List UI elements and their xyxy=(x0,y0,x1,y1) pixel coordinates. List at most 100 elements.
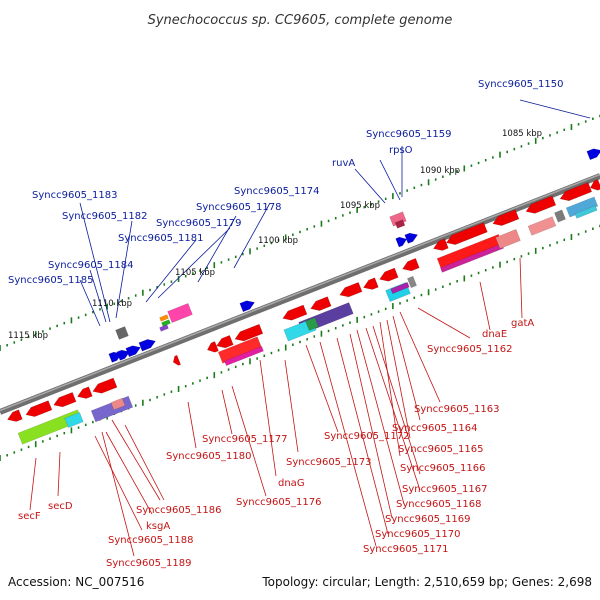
gene-label: Syncc9605_1182 xyxy=(62,211,148,222)
reverse-gene-arrow xyxy=(206,341,219,353)
gene-domain-block xyxy=(224,346,264,366)
forward-gene-arrow xyxy=(395,236,408,248)
gene-label: Syncc9605_1174 xyxy=(234,186,320,197)
scale-label: 1090 kbp xyxy=(420,166,460,176)
gene-label: Syncc9605_1172 xyxy=(324,431,410,442)
gene-label: Syncc9605_1162 xyxy=(427,344,513,355)
forward-gene-arrow xyxy=(125,345,141,358)
leader-line xyxy=(284,359,299,453)
reverse-gene-arrow xyxy=(172,354,181,366)
gene-domain-block xyxy=(90,395,134,423)
gene-domain-block xyxy=(305,317,319,331)
leader-line xyxy=(336,337,389,535)
gene-label: ksgA xyxy=(146,521,170,532)
leader-line xyxy=(105,431,153,515)
gene-label: gatA xyxy=(511,318,534,329)
gene-label: Syncc9605_1167 xyxy=(402,484,488,495)
gene-features xyxy=(7,148,600,445)
gene-domain-block xyxy=(495,229,521,249)
leader-line xyxy=(519,257,523,319)
gene-label: Syncc9605_1180 xyxy=(166,451,252,462)
gene-label: secF xyxy=(18,511,41,522)
forward-gene-arrow xyxy=(138,339,156,352)
gene-label: Syncc9605_1164 xyxy=(392,423,478,434)
reverse-gene-arrow xyxy=(492,209,520,226)
leader-line xyxy=(197,215,237,283)
leader-line xyxy=(79,202,111,323)
scale-label: 1095 kbp xyxy=(340,201,380,211)
gene-label: Syncc9605_1171 xyxy=(363,544,449,555)
reverse-gene-arrow xyxy=(92,377,118,394)
leader-line xyxy=(259,359,277,477)
leader-line xyxy=(57,451,61,497)
scale-ticks xyxy=(0,114,600,461)
leader-line xyxy=(124,424,165,501)
gene-domain-block xyxy=(574,205,598,219)
forward-gene-labels: Syncc9605_1150Syncc9605_1159rpsOruvASync… xyxy=(8,79,564,286)
gene-label: Syncc9605_1169 xyxy=(385,514,471,525)
genome-backbone xyxy=(0,173,600,415)
gene-label: Syncc9605_1181 xyxy=(118,233,204,244)
leader-line xyxy=(379,159,401,201)
gene-label: Syncc9605_1188 xyxy=(108,535,194,546)
gene-label: Syncc9605_1189 xyxy=(106,558,192,569)
leader-line xyxy=(519,99,591,119)
leader-line xyxy=(101,431,135,557)
gene-domain-block xyxy=(394,219,406,229)
leader-line xyxy=(94,435,143,531)
gene-domain-block xyxy=(390,282,410,294)
gene-label: Syncc9605_1168 xyxy=(396,499,482,510)
gene-label: Syncc9605_1170 xyxy=(375,529,461,540)
leader-line xyxy=(356,329,405,505)
reverse-gene-arrow xyxy=(7,409,23,422)
scale-label: 1110 kbp xyxy=(92,299,132,309)
leader-line xyxy=(157,227,231,299)
gene-label: dnaE xyxy=(482,329,507,340)
gene-label: secD xyxy=(48,501,73,512)
reverse-gene-labels: gatAdnaESyncc9605_1162Syncc9605_1163Sync… xyxy=(18,318,534,569)
scale-label: 1115 kbp xyxy=(8,331,48,341)
reverse-gene-arrow xyxy=(559,182,593,202)
leader-line xyxy=(417,307,471,339)
accession-text: Accession: NC_007516 xyxy=(8,575,144,589)
label-leader-lines xyxy=(29,99,591,557)
gene-label: Syncc9605_1185 xyxy=(8,275,94,286)
reverse-gene-arrow xyxy=(234,323,264,342)
gene-label: Syncc9605_1159 xyxy=(366,129,452,140)
leader-line xyxy=(305,344,339,433)
gene-domain-block xyxy=(64,412,84,428)
gene-label: dnaG xyxy=(278,478,305,489)
leader-line xyxy=(349,333,393,519)
gene-domain-block xyxy=(554,209,566,223)
gene-domain-block xyxy=(110,397,126,411)
gene-label: ruvA xyxy=(332,158,355,169)
gene-domain-block xyxy=(407,275,417,289)
gene-domain-block xyxy=(115,326,129,340)
gene-label: Syncc9605_1183 xyxy=(32,190,118,201)
reverse-gene-arrow xyxy=(216,335,234,349)
scale-label: 1105 kbp xyxy=(175,268,215,278)
gene-domain-block xyxy=(159,314,169,322)
leader-line xyxy=(354,168,386,204)
map-title: Synechococcus sp. CC9605, complete genom… xyxy=(148,13,453,28)
gene-label: Syncc9605_1150 xyxy=(478,79,564,90)
forward-gene-arrow xyxy=(116,349,131,361)
gene-label: Syncc9605_1177 xyxy=(202,434,288,445)
scale-label: 1100 kbp xyxy=(258,236,298,246)
gene-domain-block xyxy=(159,324,169,332)
leader-line xyxy=(319,341,377,547)
reverse-gene-arrow xyxy=(379,267,399,282)
gene-label: Syncc9605_1179 xyxy=(156,218,242,229)
reverse-gene-arrow xyxy=(433,238,449,251)
leader-line xyxy=(479,281,491,331)
gene-domain-block xyxy=(167,303,193,323)
reverse-gene-arrow xyxy=(310,296,332,311)
gene-label: Syncc9605_1178 xyxy=(196,202,282,213)
leader-line xyxy=(399,311,441,403)
leader-line xyxy=(187,401,197,449)
leader-line xyxy=(379,321,401,457)
gene-label: Syncc9605_1184 xyxy=(48,260,134,271)
leader-line xyxy=(221,389,233,435)
